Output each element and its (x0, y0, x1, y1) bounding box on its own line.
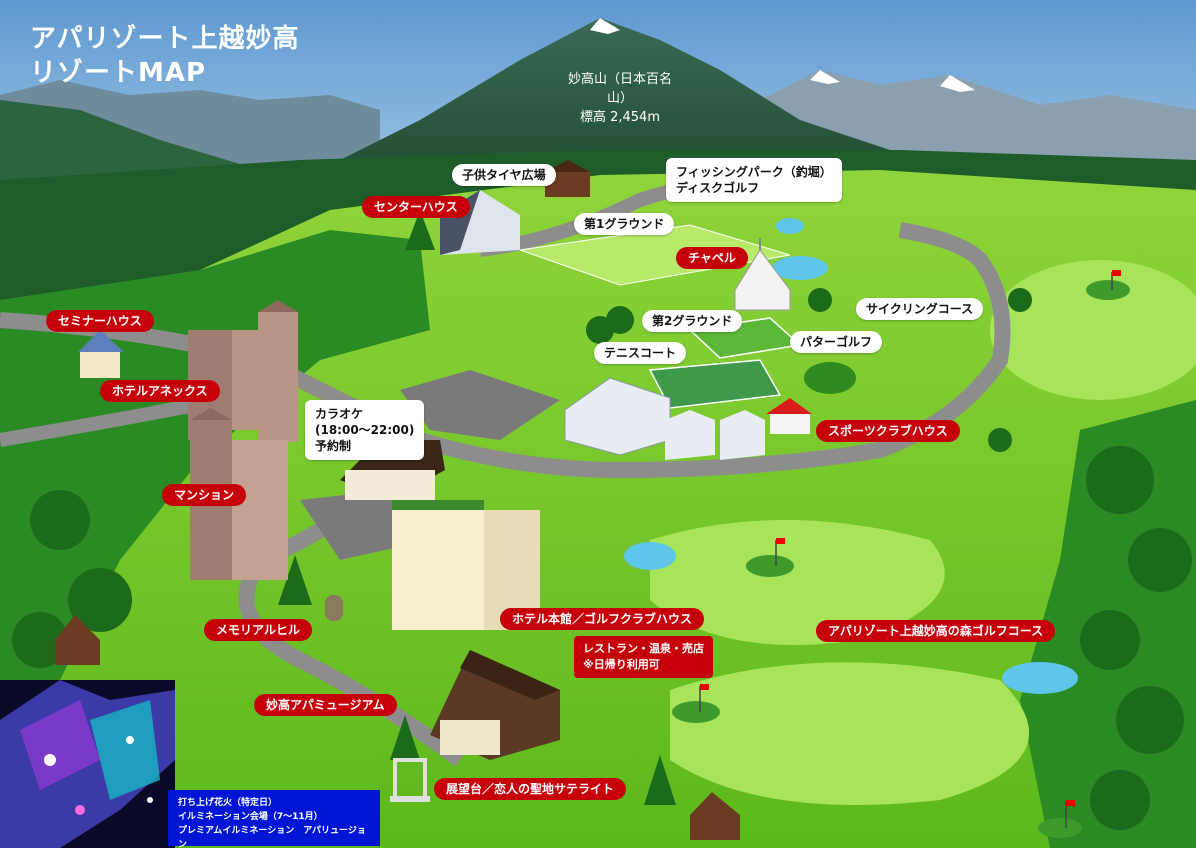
label-chapel[interactable]: チャペル (676, 247, 748, 269)
label-cycling[interactable]: サイクリングコース (856, 298, 984, 320)
label-sports-club[interactable]: スポーツクラブハウス (816, 420, 960, 442)
label-hotel-annex[interactable]: ホテルアネックス (100, 380, 220, 402)
fishing-line2: ディスクゴルフ (676, 181, 760, 195)
mountain-elevation: 標高 2,454m (579, 110, 660, 125)
fairway-1 (990, 260, 1196, 400)
event-line3: プレミアムイルミネーション アパリュージョン (178, 826, 366, 848)
cabin-left (55, 615, 100, 665)
flag-4 (1066, 800, 1075, 806)
pond-2 (772, 256, 828, 280)
label-hotel-main[interactable]: ホテル本館／ゴルフクラブハウス (500, 608, 705, 630)
green-1 (1086, 280, 1130, 300)
cabin-bottom (690, 792, 740, 840)
label-center-house[interactable]: センターハウス (362, 196, 470, 218)
event-line2: イルミネーション会場（7〜11月） (178, 812, 323, 822)
map-title-line2: リゾートMAP (30, 58, 207, 88)
fairway-3 (670, 662, 1030, 805)
label-museum[interactable]: 妙高アパミュージアム (254, 694, 397, 716)
chapel-building (734, 238, 791, 311)
label-memorial-hill[interactable]: メモリアルヒル (204, 619, 312, 641)
memorial-stone (325, 595, 343, 621)
label-golf-course[interactable]: アパリゾート上越妙高の森ゴルフコース (816, 620, 1056, 642)
pond-4 (1002, 662, 1078, 694)
tennis-hall-building (564, 377, 765, 460)
lovers-bell (390, 758, 430, 802)
label-ground1[interactable]: 第1グラウンド (574, 213, 675, 235)
fairway-2 (650, 520, 945, 645)
label-mansion[interactable]: マンション (162, 484, 247, 506)
label-ground2[interactable]: 第2グラウンド (642, 310, 743, 332)
flag-3 (700, 684, 709, 690)
parking-1 (400, 370, 560, 440)
flag-2 (776, 538, 785, 544)
mountain-name: 妙高山（日本百名山） (567, 72, 672, 106)
label-observatory[interactable]: 展望台／恋人の聖地サテライト (434, 778, 627, 800)
restaurant-line1: レストラン・温泉・売店 (583, 642, 704, 655)
pond-3 (624, 542, 676, 570)
label-karaoke[interactable]: カラオケ (18:00〜22:00) 予約制 (305, 400, 425, 460)
label-fishing-park[interactable]: フィッシングパーク（釣堀） ディスクゴルフ (666, 158, 842, 202)
label-seminar-house[interactable]: セミナーハウス (46, 310, 154, 332)
pond-1 (776, 218, 804, 234)
snow-right (810, 70, 840, 84)
green-2 (746, 555, 794, 577)
label-restaurant[interactable]: レストラン・温泉・売店 ※日帰り利用可 (574, 636, 713, 678)
label-tennis[interactable]: テニスコート (594, 342, 687, 364)
event-info-box: 打ち上げ花火（特定日） イルミネーション会場（7〜11月） プレミアムイルミネー… (168, 790, 380, 848)
karaoke-line2: (18:00〜22:00) (315, 423, 415, 437)
karaoke-line3: 予約制 (315, 439, 352, 453)
sports-club-house-building (766, 398, 812, 434)
green-3 (672, 701, 720, 723)
restaurant-line2: ※日帰り利用可 (583, 658, 660, 671)
map-title: アパリゾート上越妙高 リゾートMAP (30, 22, 299, 90)
flag-1 (1112, 270, 1121, 276)
seminar-house-building (78, 330, 124, 378)
trees (12, 210, 1192, 830)
label-putter-golf[interactable]: パターゴルフ (790, 331, 883, 353)
putter-green (804, 362, 856, 394)
map-title-line1: アパリゾート上越妙高 (30, 24, 300, 54)
museum-building (430, 650, 560, 760)
karaoke-line1: カラオケ (315, 407, 364, 421)
label-kids-tire[interactable]: 子供タイヤ広場 (452, 164, 556, 186)
fishing-line1: フィッシングパーク（釣堀） (676, 165, 832, 179)
event-line1: 打ち上げ花火（特定日） (178, 798, 278, 808)
myoko-snow (590, 18, 620, 34)
illumination-photo (0, 680, 175, 848)
mountain-label: 妙高山（日本百名山） 標高 2,454m (560, 70, 680, 127)
green-4 (1038, 818, 1082, 838)
snow-right-2 (940, 75, 975, 92)
